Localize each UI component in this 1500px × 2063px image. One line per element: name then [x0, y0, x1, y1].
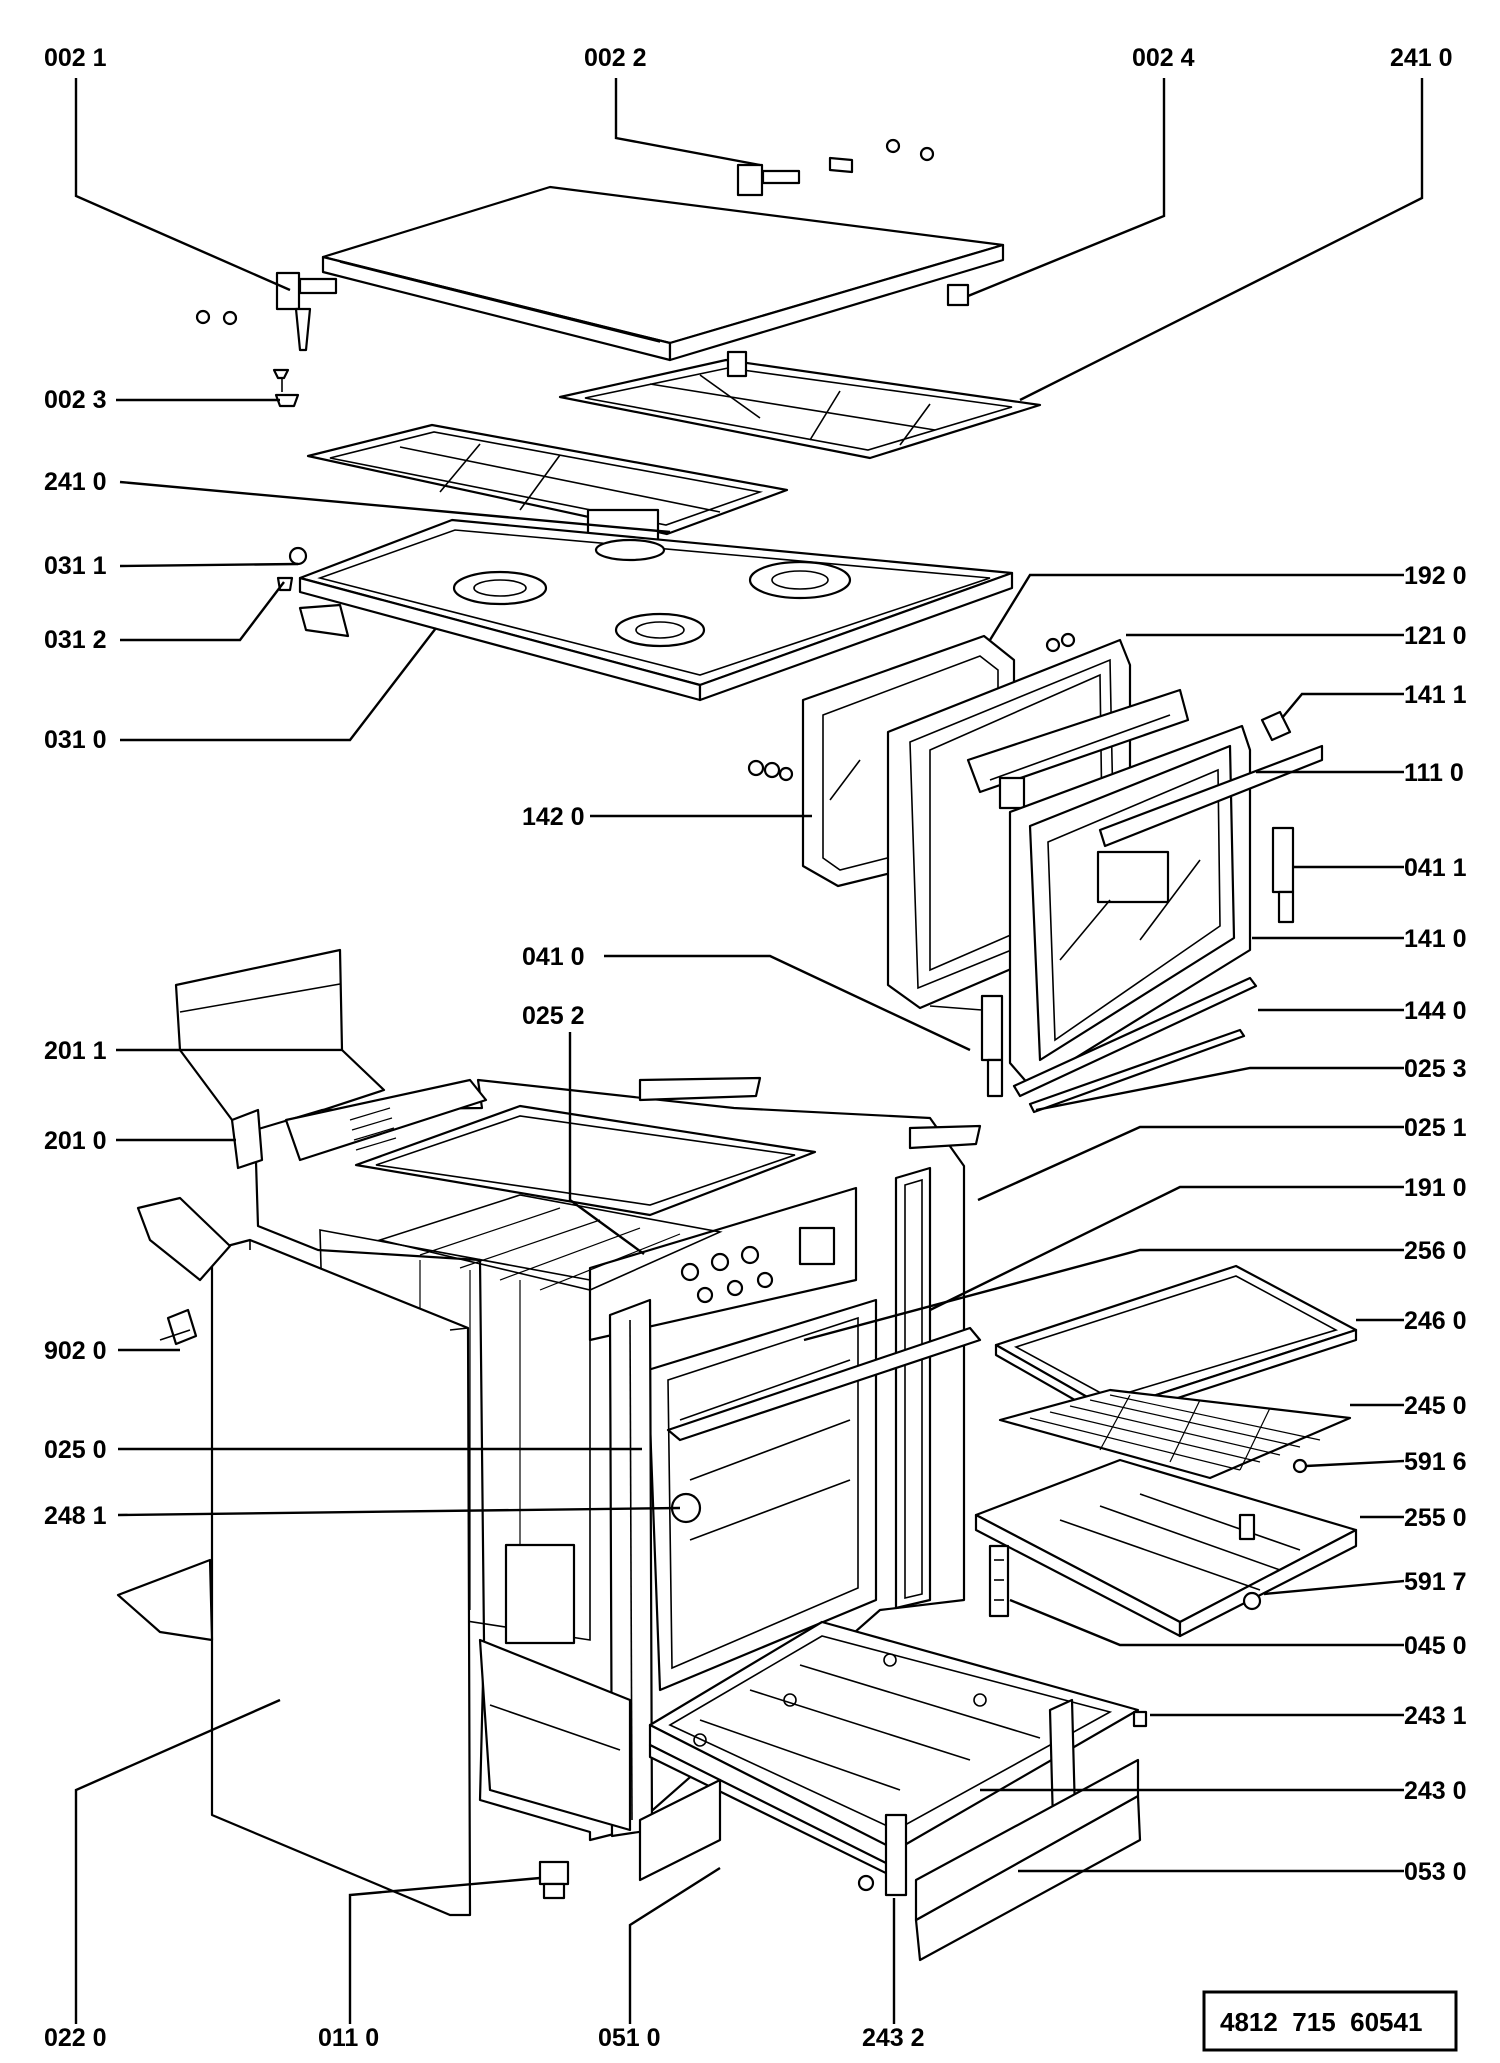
document-code: 4812 715 60541	[1220, 2007, 1422, 2037]
callout-011-0: 011 0	[318, 2024, 379, 2052]
callout-025-1: 025 1	[1404, 1114, 1467, 1142]
callout-121-0: 121 0	[1404, 622, 1467, 650]
outer-door	[1008, 710, 1324, 1088]
callout-243-0: 243 0	[1404, 1777, 1467, 1805]
callout-243-1: 243 1	[1404, 1702, 1467, 1730]
callout-031-1: 031 1	[44, 552, 107, 580]
callout-241-0-left: 241 0	[44, 468, 107, 496]
callout-256-0: 256 0	[1404, 1237, 1467, 1265]
door-seal-screw	[747, 632, 1076, 782]
base-tray	[974, 1458, 1358, 1638]
callout-025-2: 025 2	[522, 1002, 585, 1030]
callout-053-0: 053 0	[1404, 1858, 1467, 1886]
drawer	[648, 1620, 1140, 1882]
lid-hinge-right	[736, 138, 935, 197]
callout-246-0: 246 0	[1404, 1307, 1467, 1335]
callout-142-0: 142 0	[522, 803, 585, 831]
callout-031-2: 031 2	[44, 626, 107, 654]
adjustable-foot	[538, 1860, 570, 1900]
callout-591-6: 591 6	[1404, 1448, 1467, 1476]
spring-clip	[159, 1308, 198, 1346]
top-bracket-right	[908, 1124, 982, 1150]
door-trim-strip	[1012, 976, 1258, 1098]
callout-031-0: 031 0	[44, 726, 107, 754]
callout-201-1: 201 1	[44, 1037, 107, 1065]
callout-245-0: 245 0	[1404, 1392, 1467, 1420]
drawer-side	[638, 1778, 722, 1882]
callout-022-0: 022 0	[44, 2024, 107, 2052]
callout-255-0: 255 0	[1404, 1504, 1467, 1532]
callout-041-0: 041 0	[522, 943, 585, 971]
base-strip	[116, 1558, 214, 1642]
callout-045-0: 045 0	[1404, 1632, 1467, 1660]
callout-002-4: 002 4	[1132, 44, 1195, 72]
drawer-tab	[1132, 1710, 1148, 1728]
callout-111-0: 111 0	[1404, 759, 1464, 787]
wire-shelf	[998, 1388, 1352, 1480]
callout-192-0: 192 0	[1404, 562, 1467, 590]
drawer-front-face	[914, 1758, 1140, 1922]
hob-top	[298, 518, 1014, 702]
callout-141-1: 141 1	[1404, 681, 1467, 709]
callout-002-3: 002 3	[44, 386, 107, 414]
callout-025-0: 025 0	[44, 1436, 107, 1464]
tray-foot	[1242, 1591, 1262, 1611]
callout-902-0: 902 0	[44, 1337, 107, 1365]
cross-rail	[666, 1326, 982, 1442]
top-bracket-left	[638, 1076, 762, 1102]
callout-002-2: 002 2	[584, 44, 647, 72]
left-side-panel	[210, 1238, 472, 1917]
lid-bumper	[946, 283, 970, 307]
callout-241-0-top: 241 0	[1390, 44, 1453, 72]
cover-lid	[321, 185, 1005, 362]
callout-191-0: 191 0	[1404, 1174, 1467, 1202]
lid-stop	[272, 368, 300, 408]
callout-141-0: 141 0	[1404, 925, 1467, 953]
callout-144-0: 144 0	[1404, 997, 1467, 1025]
callout-243-2: 243 2	[862, 2024, 925, 2052]
hob-screw	[288, 546, 308, 566]
back-vent-bracket	[230, 1108, 264, 1170]
callout-041-1: 041 1	[1404, 854, 1467, 882]
side-runner	[988, 1544, 1010, 1618]
drawer-runner	[857, 1813, 908, 1897]
callout-002-1: 002 1	[44, 44, 107, 72]
front-trim-strip	[1028, 1028, 1246, 1114]
tray-clip	[1292, 1458, 1308, 1474]
callout-labels: 002 1 002 2 002 4 241 0 002 3 241 0 031 …	[44, 44, 1467, 2052]
document-code-box: 4812 715 60541	[1202, 1990, 1458, 2052]
door-hinge-right	[1271, 826, 1295, 924]
door-hinge-left	[929, 994, 1004, 1098]
leader-lines	[74, 78, 1424, 2024]
lid-hinge-left	[195, 271, 338, 352]
back-panel	[174, 948, 386, 1138]
callout-591-7: 591 7	[1404, 1568, 1467, 1596]
parts-drawing	[116, 138, 1358, 1962]
callout-051-0: 051 0	[598, 2024, 661, 2052]
callout-201-0: 201 0	[44, 1127, 107, 1155]
callout-248-1: 248 1	[44, 1502, 107, 1530]
pan-support-right	[558, 350, 1042, 460]
side-bracket	[136, 1196, 232, 1282]
callout-025-3: 025 3	[1404, 1055, 1467, 1083]
